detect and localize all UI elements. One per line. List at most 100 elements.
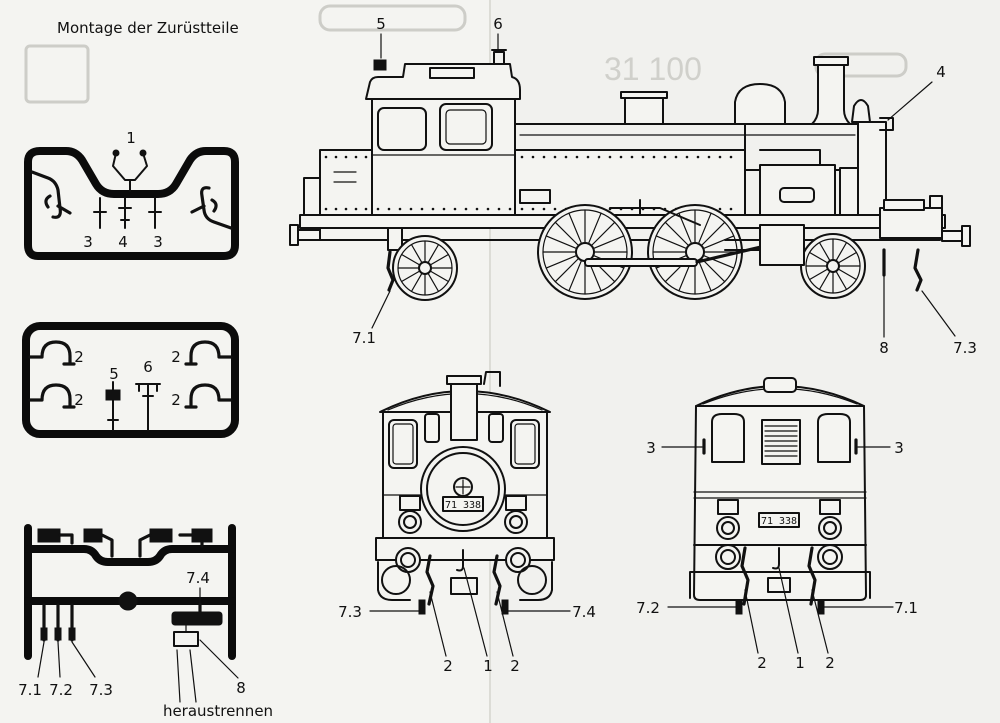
rivet (553, 155, 557, 159)
rivet (696, 155, 700, 159)
connecting-rod (695, 244, 767, 264)
leader-lines (371, 33, 956, 338)
wheel-spoke (700, 221, 726, 247)
rivet (630, 155, 634, 159)
rivet (542, 155, 546, 159)
roof-vent (429, 67, 475, 79)
part-coupling-link (58, 533, 74, 545)
rivet (497, 207, 501, 211)
rivet (486, 207, 490, 211)
wheel-spoke (835, 270, 848, 290)
coupling-hook (772, 547, 780, 570)
lamp-lens (721, 521, 735, 535)
lamp-lens (823, 521, 837, 535)
cab-window-frame (445, 109, 487, 145)
lamp-housing-left (717, 499, 739, 515)
rivet (564, 155, 568, 159)
brake-hose-rear (386, 250, 395, 292)
front-lamp (879, 117, 894, 131)
callout-label: 3 (83, 233, 93, 251)
chimney-cap (446, 375, 482, 385)
wheel-spoke (837, 251, 857, 264)
buffer-face (400, 552, 416, 568)
part-handrail-left (30, 170, 72, 219)
callout-label: 6 (493, 15, 503, 33)
roof-whistle (491, 49, 507, 65)
wheel-spoke (410, 244, 423, 264)
wheel-spoke (429, 253, 449, 266)
steam-dome (734, 83, 786, 125)
rivet (586, 155, 590, 159)
callout-label: 2 (171, 391, 181, 409)
part-3-left (93, 197, 107, 229)
wheel-spoke (429, 270, 449, 283)
lamp-lens (403, 515, 417, 529)
rear-louvre-vent (761, 419, 801, 465)
sprue-lower: 7.4 7.1 7.2 7.3 8 heraustrennen (18, 524, 273, 720)
window-frame (392, 423, 414, 465)
wheel-front-right (517, 565, 547, 595)
wheel-spoke (678, 212, 693, 245)
callout-label: 1 (126, 129, 136, 147)
callout-label: 7.1 (352, 329, 376, 347)
part-2-handrail (184, 340, 233, 366)
wheel-spoke (835, 242, 848, 262)
sand-dome (624, 95, 664, 125)
wheel-spoke (568, 212, 583, 245)
rivet (475, 207, 479, 211)
wheel-spoke (818, 242, 831, 262)
rivet (619, 155, 623, 159)
part-1-end (112, 149, 120, 157)
callout-label: 2 (825, 654, 835, 672)
leader-lines (176, 624, 239, 703)
wheel-spoke (818, 270, 831, 290)
callout-label: 3 (646, 439, 656, 457)
lamp-left (716, 516, 740, 540)
buffer-face (510, 552, 526, 568)
rivet (324, 155, 328, 159)
spectacle-window-right (488, 413, 504, 443)
part-7-1 (817, 599, 825, 615)
valve-gear (609, 199, 701, 226)
wheel-spoke (837, 268, 857, 281)
wheel-spoke (700, 257, 726, 283)
callout-label: 5 (109, 365, 119, 383)
sand-dome-lid (620, 91, 668, 99)
part-coupling (37, 528, 61, 543)
rivet (520, 155, 524, 159)
wheel-front-left (381, 565, 411, 595)
rivet (608, 155, 612, 159)
wheel-spoke (410, 272, 423, 292)
rivet (652, 155, 656, 159)
callout-label: 2 (74, 348, 84, 366)
rivet (453, 207, 457, 211)
sprue-hub (118, 591, 138, 611)
wheel-spoke (592, 235, 625, 250)
rivet (324, 207, 328, 211)
part-7-4 (501, 599, 509, 615)
callout-label: 2 (171, 348, 181, 366)
wheel-spoke (401, 253, 421, 266)
locomotive-front-view: 71 338 7.3 2 1 2 7.4 (338, 371, 596, 675)
part-5-lamp (105, 389, 121, 401)
buffer-left (715, 544, 741, 570)
callout-label: 8 (879, 339, 889, 357)
sprue-bar-top (24, 545, 236, 566)
pump-window (779, 187, 815, 203)
sprue-frame (22, 322, 239, 438)
bunker-marking (333, 171, 357, 183)
front-buffer-beam (879, 207, 943, 239)
part-3-right (148, 197, 162, 229)
rivet (464, 207, 468, 211)
callout-label: 7.2 (636, 599, 660, 617)
part-coupling (83, 528, 103, 543)
rivet (531, 155, 535, 159)
part-2-handrail (28, 340, 76, 366)
lamp-right (504, 510, 528, 534)
part-7-3 (418, 599, 426, 615)
chimney-cap (813, 56, 849, 66)
coupler-box (767, 577, 791, 593)
rivet (718, 155, 722, 159)
rivet (344, 155, 348, 159)
